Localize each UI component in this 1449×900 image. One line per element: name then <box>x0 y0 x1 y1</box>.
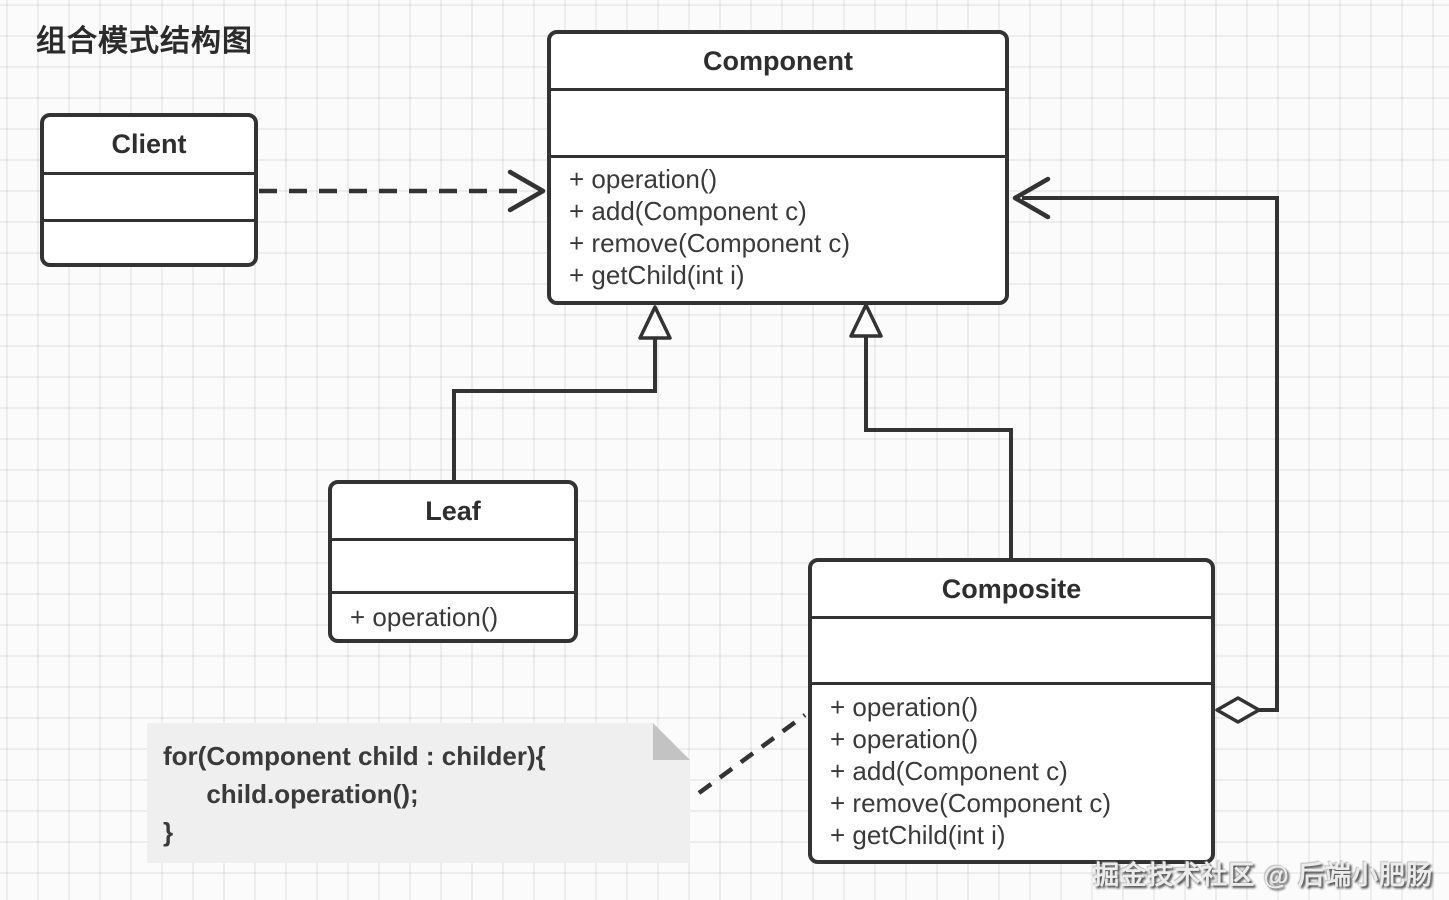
method-item: + getChild(int i) <box>569 260 745 290</box>
method-item: + remove(Component c) <box>830 788 1112 818</box>
method-item: + add(Component c) <box>569 196 807 226</box>
class-title-composite: Composite <box>941 573 1082 604</box>
method-item: + getChild(int i) <box>830 820 1006 850</box>
composite-methods-section: + operation() + operation() + add(Compon… <box>812 682 1211 860</box>
inheritance-line <box>452 338 657 480</box>
open-arrowhead-icon <box>1012 176 1051 220</box>
leaf-attributes-section <box>332 538 574 591</box>
method-item: + remove(Component c) <box>569 228 851 258</box>
leaf-methods-section: + operation() <box>332 591 574 639</box>
inheritance-arrow-leaf-component <box>452 305 672 480</box>
class-box-client: Client <box>40 113 258 267</box>
code-note-line: child.operation(); <box>163 779 419 809</box>
note-fold-corner <box>653 723 690 760</box>
class-title-client: Client <box>111 129 187 159</box>
composite-attributes-section <box>812 616 1211 682</box>
hollow-triangle-icon <box>638 305 672 340</box>
code-note-line: for(Component child : childer){ <box>163 741 546 771</box>
class-title-leaf: Leaf <box>425 495 481 526</box>
client-methods-section <box>44 219 254 263</box>
client-attributes-section <box>44 172 254 219</box>
dependency-arrow-client-component <box>259 169 546 213</box>
inheritance-line <box>864 336 1013 558</box>
component-methods-section: + operation() + add(Component c) + remov… <box>551 155 1005 301</box>
class-title-component: Component <box>703 45 853 76</box>
watermark: 掘金技术社区 @ 后端小肥肠 <box>1093 860 1433 890</box>
method-item: + add(Component c) <box>830 756 1068 786</box>
note-link-line <box>697 713 807 795</box>
method-item: + operation() <box>350 602 499 632</box>
code-note: for(Component child : childer){ child.op… <box>147 723 690 863</box>
open-arrowhead-icon <box>507 169 546 213</box>
inheritance-arrow-composite-component <box>849 303 1013 558</box>
method-item: + operation() <box>569 164 718 194</box>
hollow-triangle-icon <box>849 303 883 338</box>
page-title: 组合模式结构图 <box>36 25 253 58</box>
class-box-leaf: Leaf + operation() <box>328 480 578 643</box>
method-item: + operation() <box>830 692 979 722</box>
class-box-component: Component + operation() + add(Component … <box>547 30 1009 305</box>
code-note-line: } <box>163 817 174 847</box>
hollow-diamond-icon <box>1215 696 1261 724</box>
class-box-composite: Composite + operation() + operation() + … <box>808 558 1215 864</box>
component-attributes-section <box>551 88 1005 155</box>
method-item: + operation() <box>830 724 979 754</box>
